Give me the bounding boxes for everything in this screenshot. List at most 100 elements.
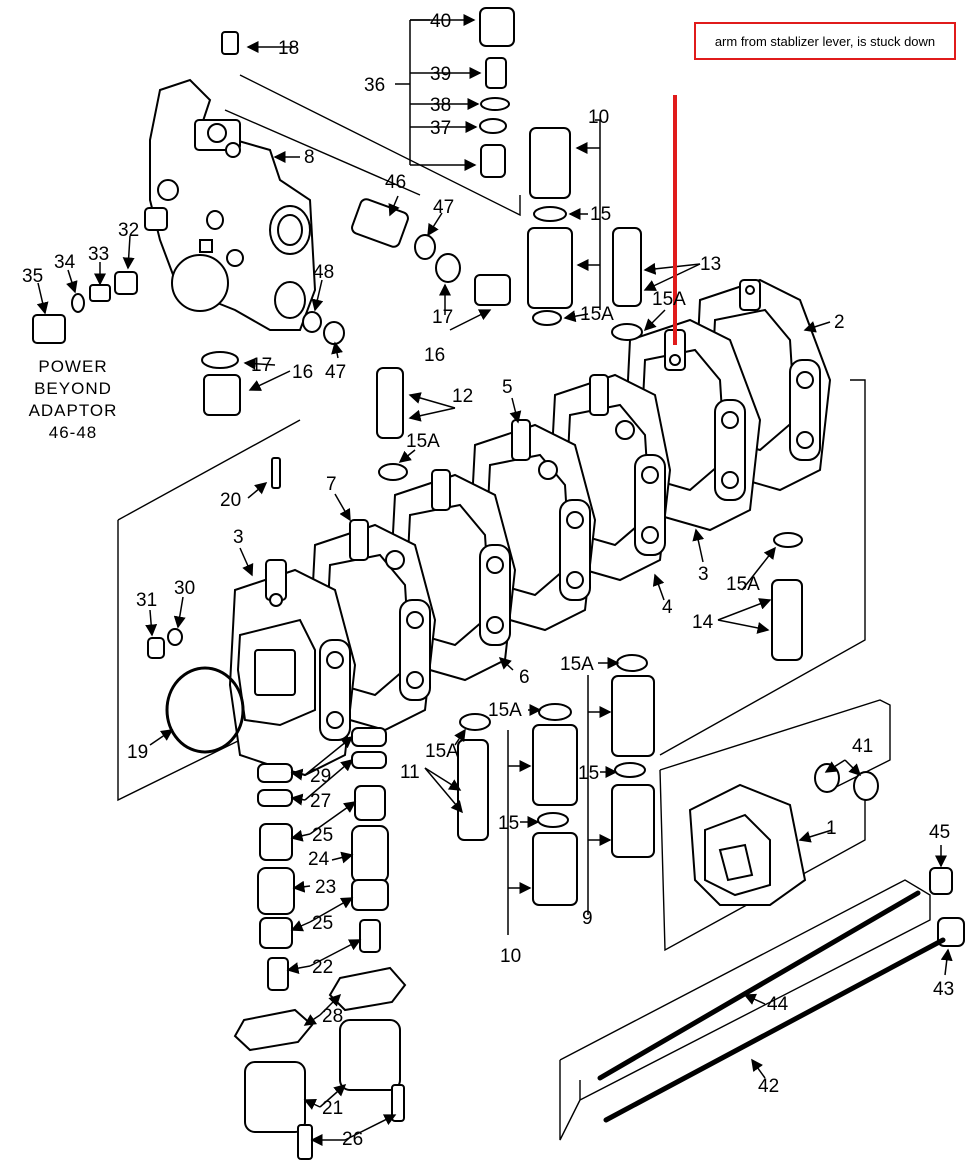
label-48: 48 — [313, 262, 334, 283]
label-47b: 47 — [325, 362, 346, 383]
top-parts-36-40 — [479, 7, 515, 178]
seal-15A-12 — [378, 463, 408, 481]
label-45: 45 — [929, 822, 950, 843]
label-4: 4 — [662, 597, 673, 618]
label-30: 30 — [174, 578, 195, 599]
detent-31 — [147, 637, 165, 659]
label-15b: 15 — [578, 763, 599, 784]
seal-48 — [302, 311, 322, 333]
seal-15A-top — [532, 310, 562, 326]
label-37: 37 — [430, 118, 451, 139]
tie-rod-42 — [603, 937, 946, 1123]
label-9: 9 — [582, 908, 593, 929]
label-15A-2: 15A — [652, 289, 686, 310]
seal-15A-14 — [773, 532, 803, 548]
label-38: 38 — [430, 95, 451, 116]
label-2: 2 — [834, 312, 845, 333]
label-5: 5 — [502, 377, 513, 398]
valve-stack — [228, 278, 832, 777]
label-10a: 10 — [588, 107, 609, 128]
label-8: 8 — [304, 147, 315, 168]
nut-45 — [929, 867, 953, 895]
label-16a: 16 — [292, 362, 313, 383]
seal-47-top — [414, 234, 436, 260]
label-25a: 25 — [312, 825, 333, 846]
panel-outlines — [117, 74, 931, 1141]
label-33: 33 — [88, 244, 109, 265]
label-47a: 47 — [433, 197, 454, 218]
label-22: 22 — [312, 957, 333, 978]
label-34: 34 — [54, 252, 76, 273]
seal-17-left — [201, 351, 239, 369]
label-35: 35 — [22, 266, 43, 287]
label-3b: 3 — [698, 564, 709, 585]
cartridge-15A-top — [527, 227, 573, 309]
label-15A-1: 15A — [580, 304, 614, 325]
label-26: 26 — [342, 1129, 363, 1150]
screw-20 — [271, 457, 281, 489]
label-12: 12 — [452, 386, 473, 407]
label-23: 23 — [315, 877, 336, 898]
valve-section-3-front — [228, 559, 357, 777]
label-3a: 3 — [233, 527, 244, 548]
tie-rod-44 — [597, 890, 921, 1081]
cartridge-10-mid — [532, 724, 578, 806]
label-18: 18 — [278, 38, 299, 59]
caption-line-1: POWER — [38, 357, 108, 376]
label-7: 7 — [326, 474, 337, 495]
seal-15A-13 — [611, 323, 643, 341]
cartridge-10-top — [529, 127, 571, 199]
seal-15-top — [533, 206, 567, 222]
label-20: 20 — [220, 490, 241, 511]
hardware-parts — [32, 31, 965, 947]
label-42: 42 — [758, 1076, 779, 1097]
label-44: 44 — [767, 994, 789, 1015]
power-beyond-caption: POWER BEYOND ADAPTOR 46-48 — [18, 356, 128, 444]
label-1: 1 — [826, 818, 837, 839]
caption-line-3: ADAPTOR — [28, 401, 118, 420]
label-14: 14 — [692, 612, 714, 633]
relief-valve-14 — [771, 579, 803, 661]
label-43: 43 — [933, 979, 954, 1000]
seal-15A-11 — [459, 713, 491, 731]
cartridge-9-top — [611, 675, 655, 757]
plug-35 — [32, 314, 66, 344]
o-ring-19 — [165, 666, 245, 754]
label-15c: 15 — [498, 813, 519, 834]
seal-15-mid — [537, 812, 569, 828]
fitting-32 — [114, 271, 138, 295]
annotation-callout: arm from stablizer lever, is stuck down — [694, 22, 956, 60]
label-15A-6: 15A — [488, 700, 522, 721]
label-6: 6 — [519, 667, 530, 688]
caption-line-2: BEYOND — [34, 379, 112, 398]
label-46: 46 — [385, 172, 406, 193]
plug-41-b — [853, 771, 879, 801]
valve-section-2 — [693, 278, 832, 492]
seal-15-right — [614, 762, 646, 778]
seal-34 — [71, 293, 85, 313]
label-11: 11 — [400, 762, 420, 783]
label-32: 32 — [118, 220, 139, 241]
fitting-46 — [351, 198, 409, 248]
label-13: 13 — [700, 254, 721, 275]
plug-18 — [221, 31, 239, 55]
label-24: 24 — [308, 849, 330, 870]
cartridge-10-bottom — [532, 832, 578, 906]
label-10b: 10 — [500, 946, 521, 967]
caption-line-4: 46-48 — [48, 423, 98, 442]
seal-15A-right — [616, 654, 648, 672]
spring-33 — [89, 284, 111, 302]
end-cover — [688, 783, 807, 906]
label-27: 27 — [310, 791, 331, 812]
label-16b: 16 — [424, 345, 445, 366]
label-40: 40 — [430, 11, 451, 32]
plug-16-left — [203, 374, 241, 416]
label-21: 21 — [322, 1098, 343, 1119]
label-28: 28 — [322, 1006, 343, 1027]
label-25b: 25 — [312, 913, 333, 934]
relief-valve-12 — [376, 367, 404, 439]
label-36: 36 — [364, 75, 385, 96]
relief-valve-13 — [612, 227, 642, 307]
